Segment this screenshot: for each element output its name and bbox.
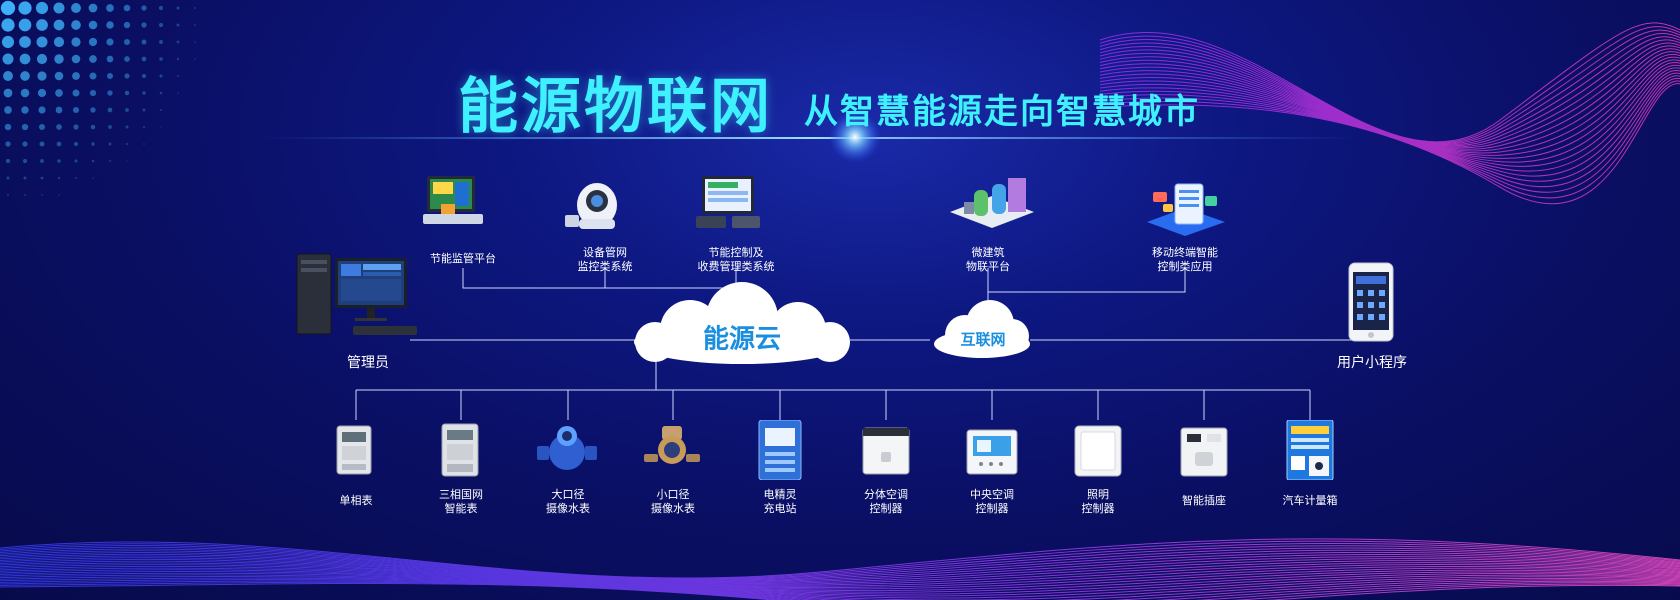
split-ac-controller-icon: [851, 420, 921, 484]
admin-computer-icon: [296, 253, 417, 335]
device-label-line: 照明: [1087, 488, 1109, 501]
lighting-controller-icon: [1063, 420, 1133, 484]
page-subtitle: 从智慧能源走向智慧城市: [804, 92, 1200, 132]
energy-cloud-icon: [634, 282, 850, 364]
device-label-line: 智能表: [444, 502, 478, 515]
platform-label: 微建筑物联平台: [966, 246, 1010, 274]
line-devices-bus: [355, 356, 1311, 420]
platform-label-line: 节能监管平台: [430, 252, 496, 265]
device-label-line: 分体空调: [864, 488, 908, 501]
device-label-line: 单相表: [339, 494, 373, 507]
device-label-line: 汽车计量箱: [1282, 494, 1338, 507]
platform-label-line: 微建筑: [971, 246, 1005, 259]
billing-system-icon: [692, 172, 784, 238]
platform-label: 节能控制及收费管理类系统: [698, 246, 775, 274]
device-label: 分体空调控制器: [864, 488, 908, 516]
device-label-line: 智能插座: [1182, 494, 1226, 507]
device-label: 大口径摄像水表: [546, 488, 590, 516]
device-label-line: 摄像水表: [546, 502, 590, 515]
device-label: 单相表: [340, 494, 373, 508]
dot-pattern: [0, 0, 196, 196]
monitoring-platform-icon: [419, 170, 511, 236]
mobile-phone-icon: [1348, 262, 1394, 342]
large-water-meter-icon: [533, 420, 603, 484]
platform-label: 设备管网监控类系统: [578, 246, 633, 274]
platform-label-line: 收费管理类系统: [697, 260, 775, 273]
device-label: 智能插座: [1182, 494, 1226, 508]
device-label-line: 小口径: [656, 488, 690, 501]
device-label: 汽车计量箱: [1283, 494, 1338, 508]
platform-label-line: 监控类系统: [577, 260, 633, 273]
charging-station-icon: [745, 419, 815, 484]
platform-label-line: 控制类应用: [1157, 260, 1213, 273]
user-miniprogram-label: 用户小程序: [1337, 355, 1407, 371]
ev-metering-box-icon: [1275, 419, 1345, 484]
energy-cloud-label: 能源云: [702, 324, 782, 355]
platform-label: 移动终端智能控制类应用: [1152, 246, 1218, 274]
device-label-line: 电精灵: [763, 488, 797, 501]
platform-label-line: 移动终端智能: [1152, 246, 1218, 259]
device-label-line: 中央空调: [970, 488, 1014, 501]
platform-label-line: 节能控制及: [708, 246, 764, 259]
central-ac-controller-icon: [957, 420, 1027, 484]
wave-lines-top-right: [1099, 22, 1680, 205]
robot-monitor-icon: [561, 175, 653, 241]
device-label: 小口径摄像水表: [651, 488, 695, 516]
device-label-line: 控制器: [975, 502, 1009, 515]
iot-platform-icon: [944, 172, 1036, 238]
title-glow-line: [260, 137, 1360, 139]
page-title: 能源物联网: [458, 72, 773, 142]
device-label: 电精灵充电站: [764, 488, 797, 516]
three-phase-meter-icon: [426, 420, 496, 484]
smart-socket-icon: [1169, 420, 1239, 484]
internet-cloud-icon: [934, 300, 1030, 358]
device-label-line: 控制器: [1081, 502, 1115, 515]
device-label-line: 大口径: [551, 488, 585, 501]
device-label-line: 三相国网: [439, 488, 483, 501]
mobile-app-icon: [1141, 178, 1233, 244]
device-label-line: 摄像水表: [651, 502, 695, 515]
device-label: 中央空调控制器: [970, 488, 1014, 516]
single-phase-meter-icon: [321, 420, 391, 484]
lens-flare: [829, 111, 881, 163]
device-label-line: 控制器: [869, 502, 903, 515]
device-label-line: 充电站: [763, 502, 797, 515]
small-water-meter-icon: [638, 420, 708, 484]
device-label: 照明控制器: [1082, 488, 1115, 516]
platform-label-line: 设备管网: [583, 246, 627, 259]
device-label: 三相国网智能表: [439, 488, 483, 516]
platform-label: 节能监管平台: [430, 252, 496, 266]
wave-lines-bottom: [0, 538, 1680, 600]
admin-label: 管理员: [347, 355, 389, 371]
internet-cloud-label: 互联网: [960, 330, 1006, 349]
platform-label-line: 物联平台: [966, 260, 1010, 273]
